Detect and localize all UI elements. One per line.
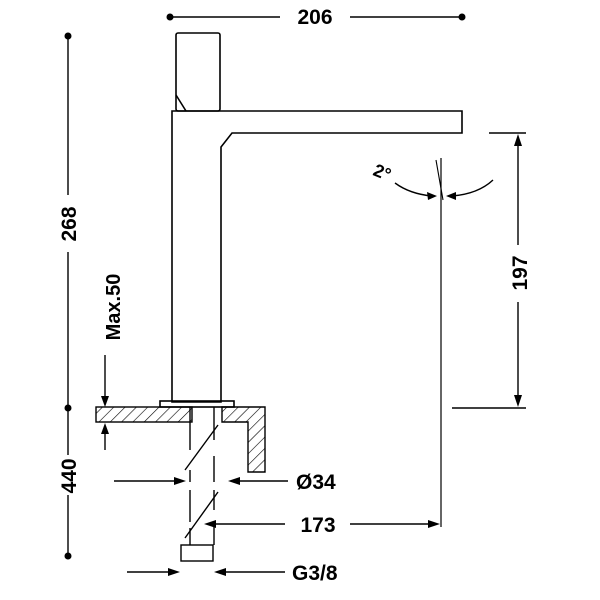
deck-top-left xyxy=(95,406,193,423)
faucet-handle xyxy=(175,32,221,112)
faucet-body xyxy=(159,32,463,408)
dim-max-deck: Max.50 xyxy=(103,274,125,341)
dim-overall-width: 206 xyxy=(297,6,332,29)
deck-right xyxy=(221,406,266,473)
dim-total-height: 440 xyxy=(58,458,81,493)
dim-spout-height: 197 xyxy=(509,255,532,290)
supply-shank xyxy=(180,407,219,562)
base-flange xyxy=(159,400,235,408)
dim-overall-height: 268 xyxy=(58,206,81,241)
dim-spout-angle: 2° xyxy=(371,160,394,185)
handle-joint xyxy=(175,94,187,112)
dimension-lines xyxy=(64,13,526,576)
faucet-column-spout xyxy=(171,110,463,403)
dim-connection-thread: G3/8 xyxy=(292,562,338,585)
dim-hole-diameter: Ø34 xyxy=(296,471,336,494)
dim-spout-reach: 173 xyxy=(300,514,335,537)
deck-section xyxy=(95,406,266,473)
g38-connector xyxy=(180,544,214,562)
